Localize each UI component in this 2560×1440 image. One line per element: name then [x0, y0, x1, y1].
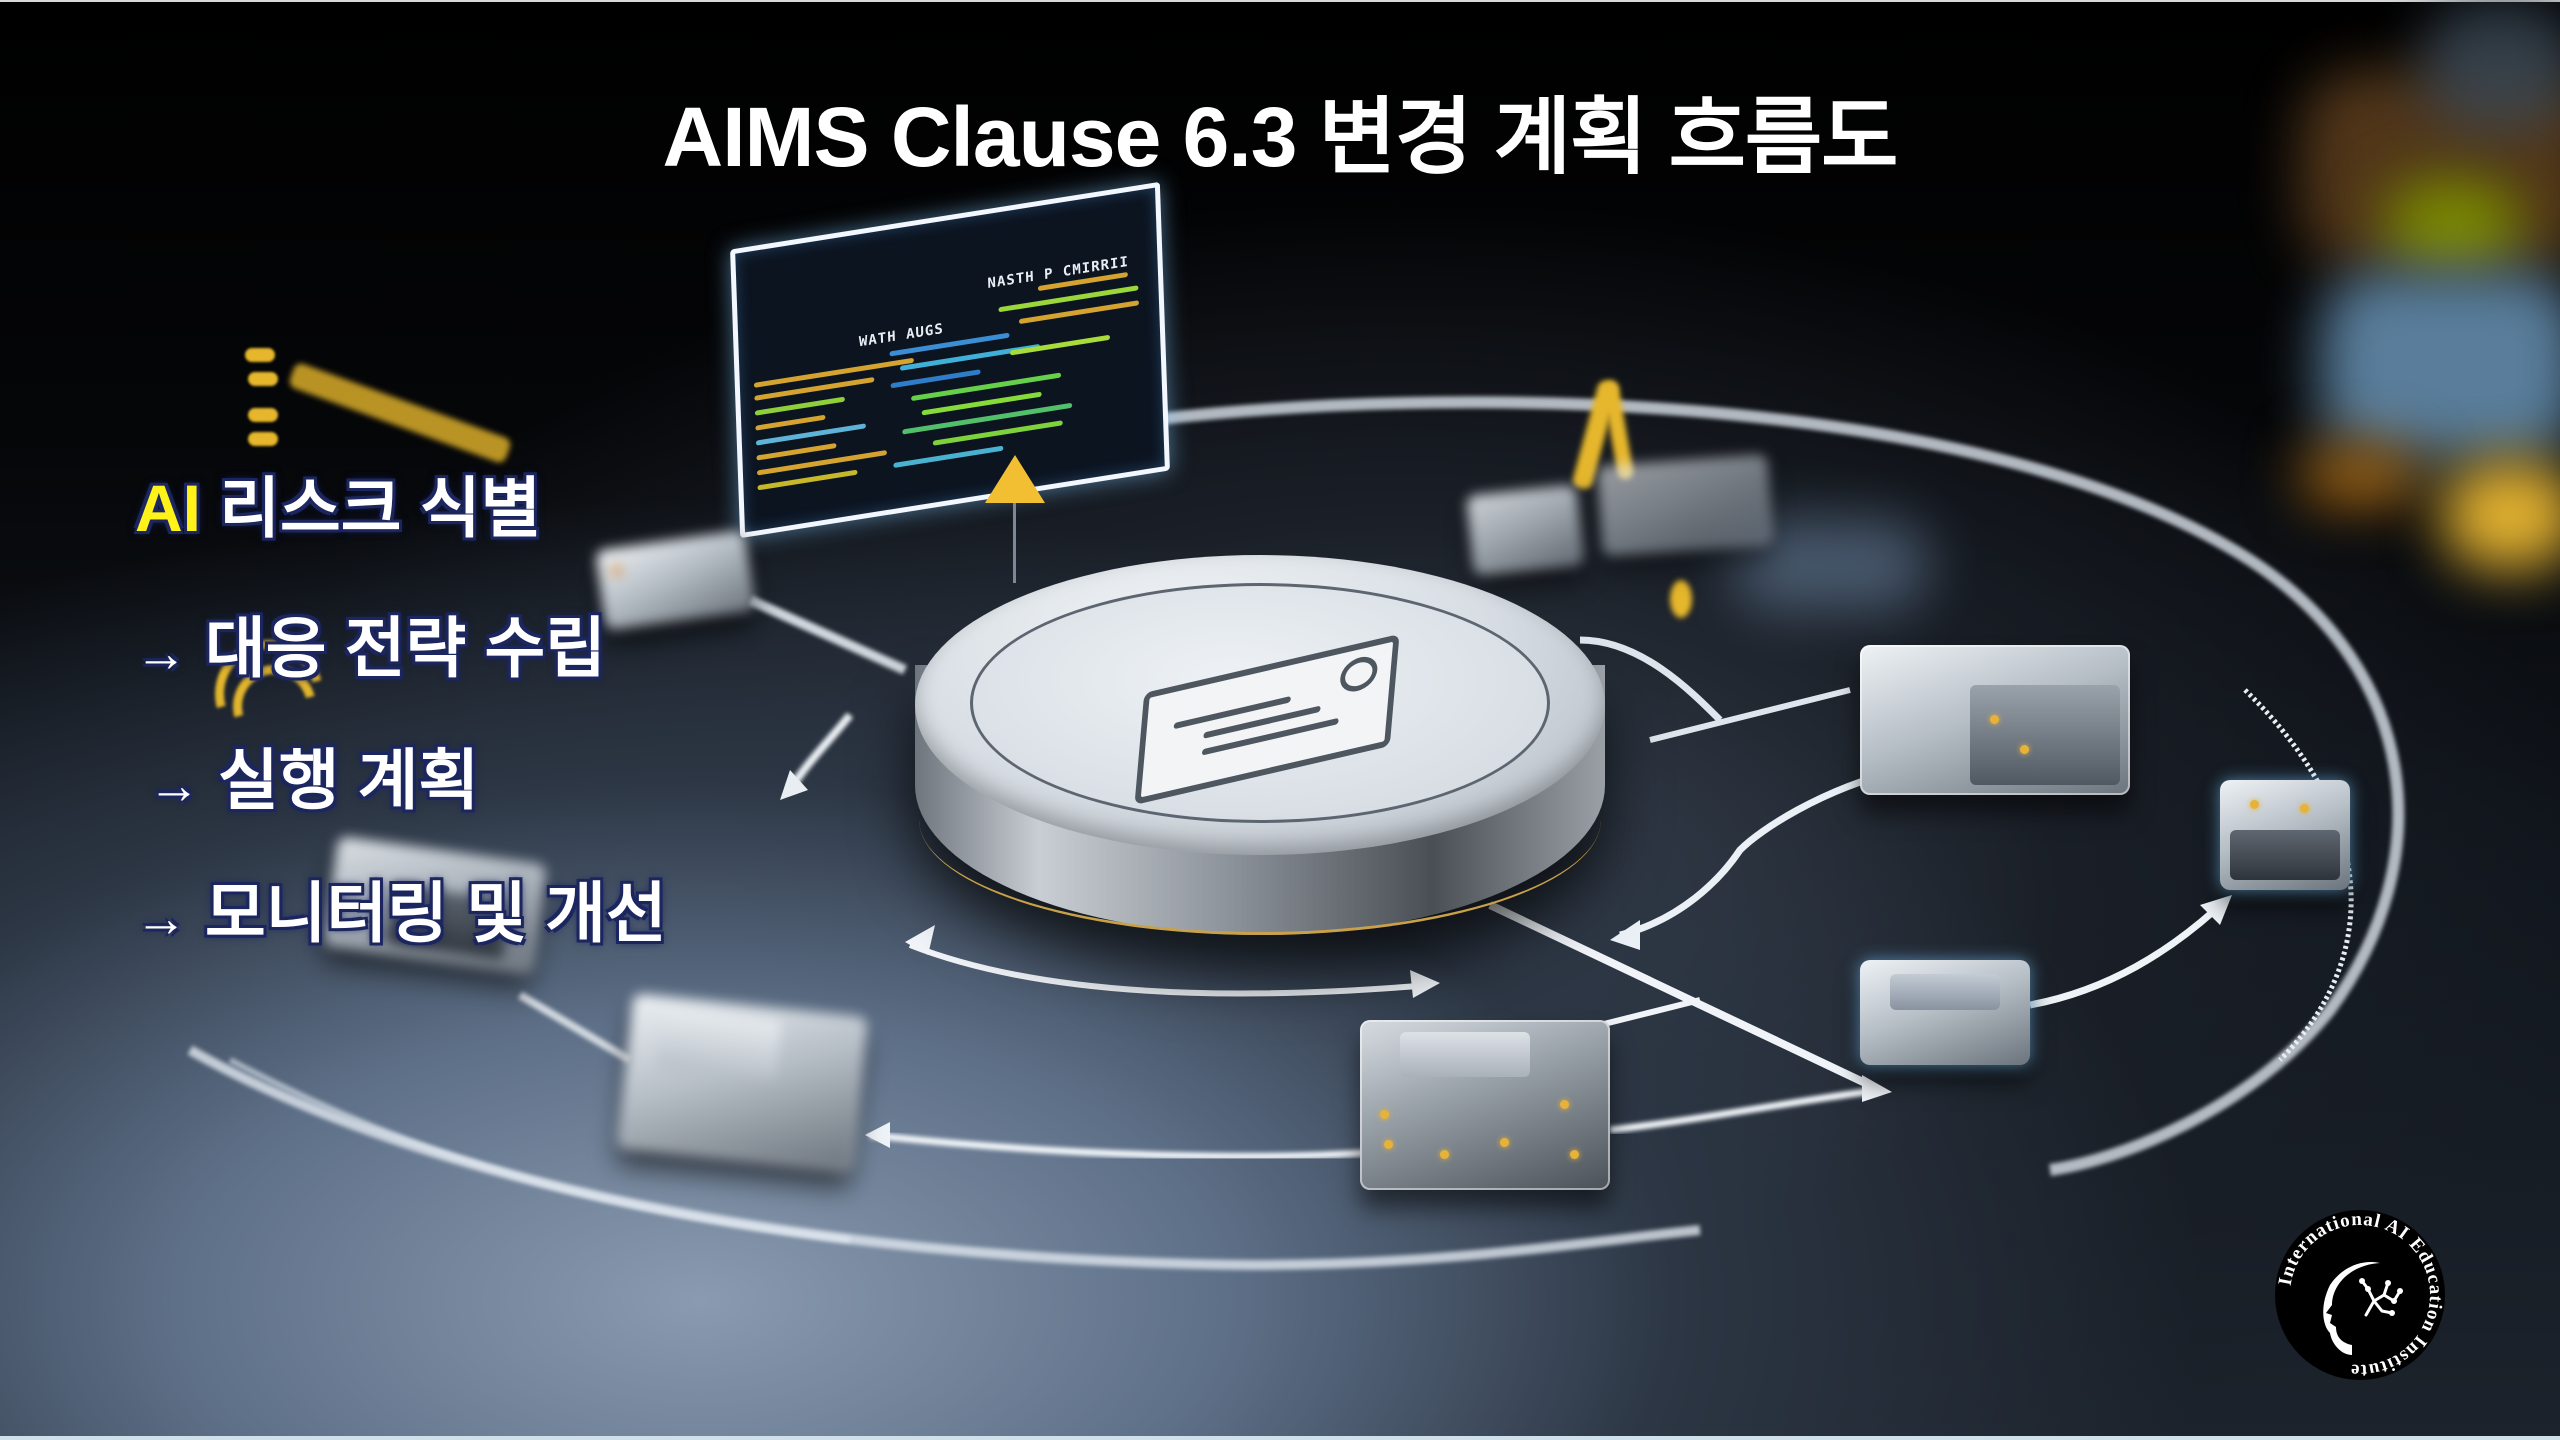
bokeh-green	[2385, 180, 2520, 270]
platform-top	[915, 555, 1605, 855]
device-bottom-left-cube	[617, 993, 868, 1172]
device-right-far	[2220, 780, 2350, 890]
flow-step-2: → 대응 전략 수립	[135, 595, 606, 691]
flow-step-3-text: 실행 계획	[218, 743, 480, 817]
bokeh-amber	[2300, 445, 2420, 505]
bokeh-blue	[2320, 270, 2560, 460]
flow-step-4-text: 모니터링 및 개선	[205, 876, 667, 950]
platform-inner-disc	[970, 583, 1550, 823]
flow-step-2-text: 대응 전략 수립	[205, 611, 606, 685]
device-right-upper	[1860, 645, 2130, 795]
flow-step-3: → 실행 계획	[148, 727, 479, 823]
warning-stem	[1013, 503, 1016, 583]
top-border	[0, 0, 2560, 2]
document-certificate-icon	[1134, 633, 1400, 806]
slide-title: AIMS Clause 6.3 변경 계획 흐름도	[662, 90, 1899, 184]
device-bottom-center	[1360, 1020, 1610, 1190]
arrow-right-icon: →	[135, 625, 187, 683]
warning-triangle-icon	[985, 455, 1045, 503]
bottom-border	[0, 1436, 2560, 1440]
central-platform	[915, 555, 1605, 935]
flow-step-4: → 모니터링 및 개선	[135, 860, 667, 956]
flow-step-1: AI 리스크 식별	[135, 455, 541, 551]
arrow-right-icon: →	[135, 890, 187, 948]
device-top-right-b	[1597, 454, 1773, 556]
flow-step-1-text: 리스크 식별	[201, 471, 542, 545]
institute-logo: International AI Education Institute	[2275, 1209, 2445, 1381]
platform-gold-ring	[919, 705, 1601, 935]
device-right-lower	[1860, 960, 2030, 1065]
arrow-right-icon: →	[148, 757, 200, 815]
bokeh-topright	[2420, 0, 2560, 130]
bokeh-yellow	[2440, 460, 2560, 570]
flow-step-1-accent: AI	[135, 471, 201, 545]
head-with-neural-tree-icon	[2323, 1261, 2403, 1355]
